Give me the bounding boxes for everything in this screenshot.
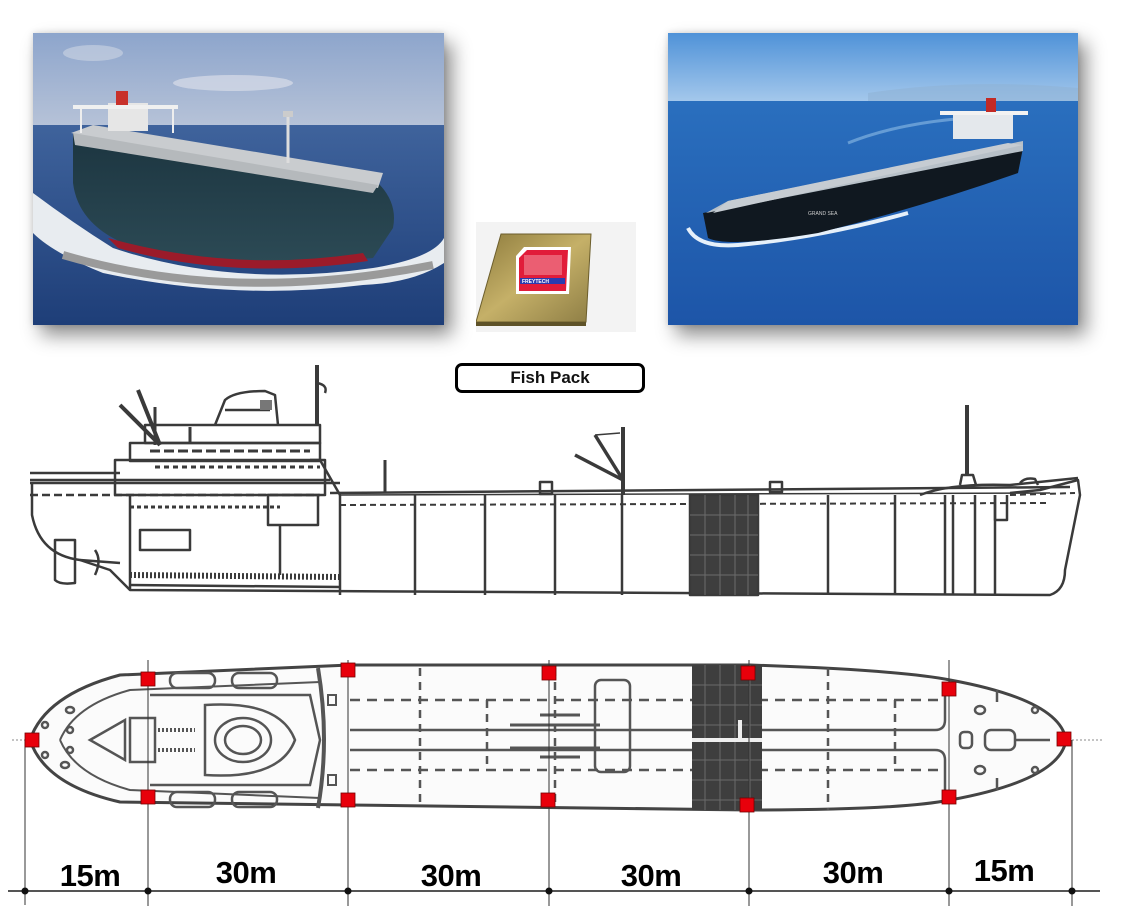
tanker-photo-left <box>33 33 444 325</box>
dimension-label-30m-1: 30m <box>215 855 277 890</box>
dimension-label-30m-4: 30m <box>822 855 884 890</box>
sensor-marker <box>941 789 957 805</box>
sensor-marker <box>24 732 40 748</box>
sensor-marker <box>140 789 156 805</box>
dimension-ticks <box>21 887 1076 895</box>
dimension-label-30m-3: 30m <box>620 858 682 893</box>
sensor-marker <box>541 665 557 681</box>
highlighted-tank-plan <box>692 665 762 810</box>
sensor-marker <box>941 681 957 697</box>
fish-pack-product-image: FREYTECH <box>475 222 636 332</box>
sensor-marker <box>340 662 356 678</box>
dimension-label-15m-aft: 15m <box>59 858 121 893</box>
sensor-marker <box>340 792 356 808</box>
highlighted-tank <box>688 493 760 597</box>
dimension-label-15m-fwd: 15m <box>973 853 1035 888</box>
sensor-marker <box>140 671 156 687</box>
fish-pack-label: Fish Pack <box>455 363 645 393</box>
ship-plan-drawing: 15m 30m 30m 30m 30m 15m <box>0 640 1144 916</box>
sensor-marker <box>1056 731 1072 747</box>
sensor-marker <box>540 792 556 808</box>
ship-profile-drawing <box>20 355 1110 605</box>
tanker-photo-right: GRAND SEA <box>668 33 1078 325</box>
sensor-marker <box>740 665 756 681</box>
sensor-marker <box>739 797 755 813</box>
dimension-label-30m-2: 30m <box>420 858 482 893</box>
tanker-bow-photo <box>33 33 444 325</box>
tanker-aerial-photo: GRAND SEA <box>668 33 1078 325</box>
sensor-markers <box>24 662 1072 813</box>
brand-text: FREYTECH <box>522 279 549 285</box>
svg-text:GRAND SEA: GRAND SEA <box>808 211 838 217</box>
station-lines <box>24 660 1073 906</box>
